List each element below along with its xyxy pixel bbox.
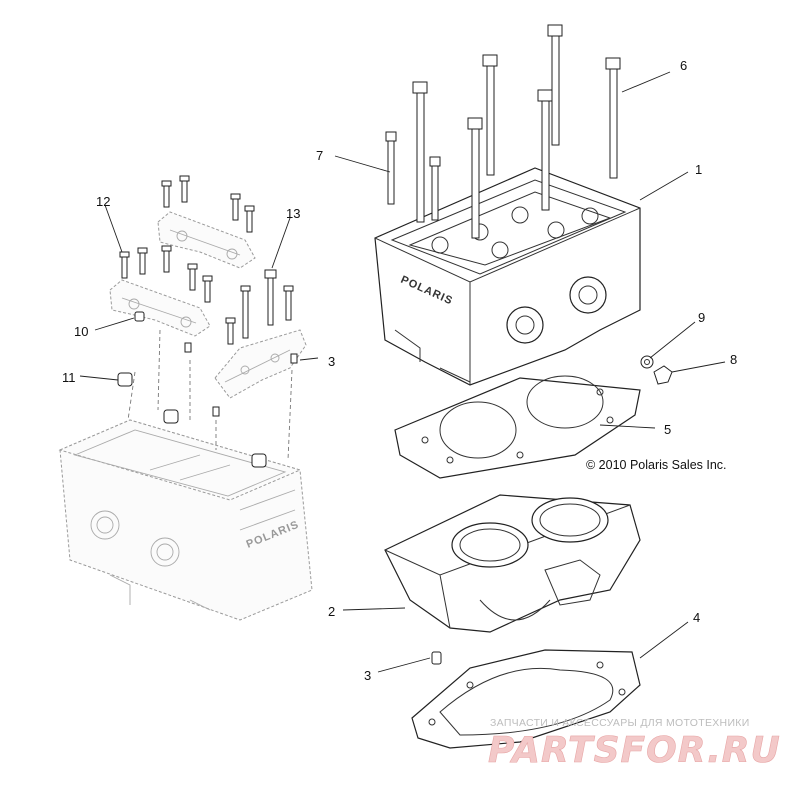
callout-7: 7	[316, 148, 323, 163]
watermark-tagline: ЗАПЧАСТИ И АКСЕССУАРЫ ДЛЯ МОТОТЕХНИКИ	[490, 717, 750, 729]
watermark: ЗАПЧАСТИ И АКСЕССУАРЫ ДЛЯ МОТОТЕХНИКИ PA…	[488, 717, 781, 771]
callout-11: 11	[62, 370, 76, 385]
head-bolts	[385, 24, 621, 239]
callout-1: 1	[695, 162, 702, 177]
callout-9: 9	[698, 310, 705, 325]
washer-and-plug	[640, 355, 673, 385]
callout-3-upper: 3	[328, 354, 335, 369]
callout-13: 13	[286, 206, 300, 221]
camshaft-cap-upper	[157, 211, 256, 269]
head-gasket	[394, 375, 641, 479]
callout-2: 2	[328, 604, 335, 619]
leader-lines	[79, 71, 726, 673]
callout-5: 5	[664, 422, 671, 437]
valve-seals	[117, 311, 267, 468]
callout-8: 8	[730, 352, 737, 367]
base-gasket	[411, 649, 641, 749]
cap-bolts	[119, 175, 298, 417]
dowel-pin-lower	[431, 651, 442, 665]
watermark-logo: PARTSFOR.RU	[488, 730, 781, 771]
cylinder-block	[384, 494, 641, 633]
callout-3-lower: 3	[364, 668, 371, 683]
assembled-head-ghost: POLARIS	[58, 419, 313, 621]
alignment-dashes-left	[127, 329, 293, 461]
callout-12: 12	[96, 194, 110, 209]
callout-10: 10	[74, 324, 88, 339]
cam-support-bracket	[214, 329, 307, 399]
camshaft-cap-lower	[109, 279, 211, 337]
callout-labels: 1 2 3 3 4 5 6 7 8 9 10 11 12 13	[62, 58, 737, 683]
cylinder-head: POLARIS	[374, 167, 641, 386]
callout-4: 4	[693, 610, 700, 625]
callout-6: 6	[680, 58, 687, 73]
copyright-notice: © 2010 Polaris Sales Inc.	[586, 458, 727, 472]
